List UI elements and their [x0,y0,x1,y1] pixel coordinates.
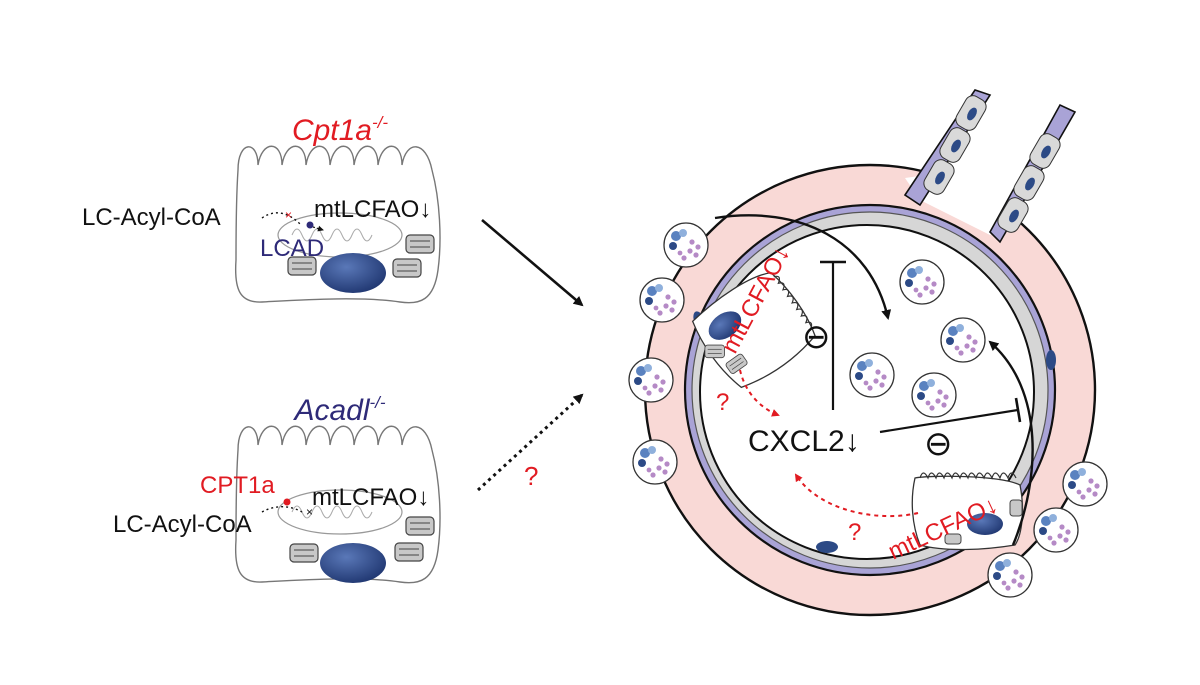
neutrophil-tissue [987,552,1033,598]
inhibit-symbol-lower: ⊖ [924,425,953,463]
airway-section: mtLCFAO↓ mtLCFAO↓ ⊖ ⊖ CXCL2↓ ? ? [628,89,1108,617]
top-result-label: mtLCFAO↓ [314,196,431,223]
bottom-genotype-label: Acadl-/- [292,393,385,427]
bottom-block-mark: × [306,505,313,519]
bottom-enzyme-dot [283,498,291,506]
bottom-mito-cristae [291,505,373,519]
inhibit-horizontal [879,408,1019,434]
neutrophil-tissue [632,439,678,485]
inhibit-horizontal-cap [1014,397,1022,423]
top-er-right-upper [405,234,435,254]
bottom-er-right-upper [405,516,435,536]
neutrophil-lumen [911,372,957,418]
top-flux-arrow [312,225,324,232]
inhibit-symbol-upper: ⊖ [802,318,831,356]
top-mito-cristae [291,228,373,242]
red-question-upper: ? [716,389,729,416]
red-question-lower: ? [848,519,861,546]
bottom-substrate-label: LC-Acyl-CoA [113,511,252,538]
neutrophil-lumen [899,259,945,305]
branch-cells-right [997,133,1061,233]
neutrophil-tissue [628,357,674,403]
epithelial-nucleus [1046,350,1056,370]
top-substrate-label: LC-Acyl-CoA [82,204,221,231]
red-dashed-upper [739,369,780,417]
epithelial-cell-lower [911,472,1024,551]
link-question-mark: ? [524,461,538,491]
branch-cells-left [923,95,987,195]
neutrophil-lumen [849,352,895,398]
top-block-mark: × [285,208,292,222]
top-nucleus [320,253,386,293]
neutrophil-tissue [1062,461,1108,507]
neutrophil-tissue [639,277,685,323]
recruit-arrow-right [988,340,1034,546]
dotted-link-arrow [476,393,584,492]
neutrophil-lumen [940,317,986,363]
bottom-mitochondrion [277,489,403,535]
red-dashed-lower [794,473,919,518]
bottom-result-label: mtLCFAO↓ [312,484,429,511]
neutrophil-tissue [1033,507,1079,553]
bottom-enzyme-label: CPT1a [200,472,275,499]
top-cell-panel: Cpt1a-/- LC-Acyl-CoA × LCAD mtLCFAO↓ [82,113,441,304]
solid-link-arrow [481,219,584,307]
epithelial-cell-upper [691,271,816,389]
top-genotype-label: Cpt1a-/- [292,113,388,147]
top-flux-path [261,212,301,225]
top-enzyme-dot [306,221,314,229]
neutrophil-tissue [663,222,709,268]
chemokine-label: CXCL2↓ [748,425,860,458]
link-arrows: ? [476,219,584,492]
bottom-nucleus [320,543,386,583]
top-enzyme-label: LCAD [260,235,324,262]
bottom-er-right-lower [394,542,424,562]
bottom-er-left [289,543,319,563]
recruit-arrow-top [714,214,892,320]
bottom-cell-panel: Acadl-/- CPT1a × LC-Acyl-CoA mtLCFAO↓ [113,393,441,584]
top-er-right-lower [392,258,422,278]
epithelial-nucleus [816,541,838,553]
